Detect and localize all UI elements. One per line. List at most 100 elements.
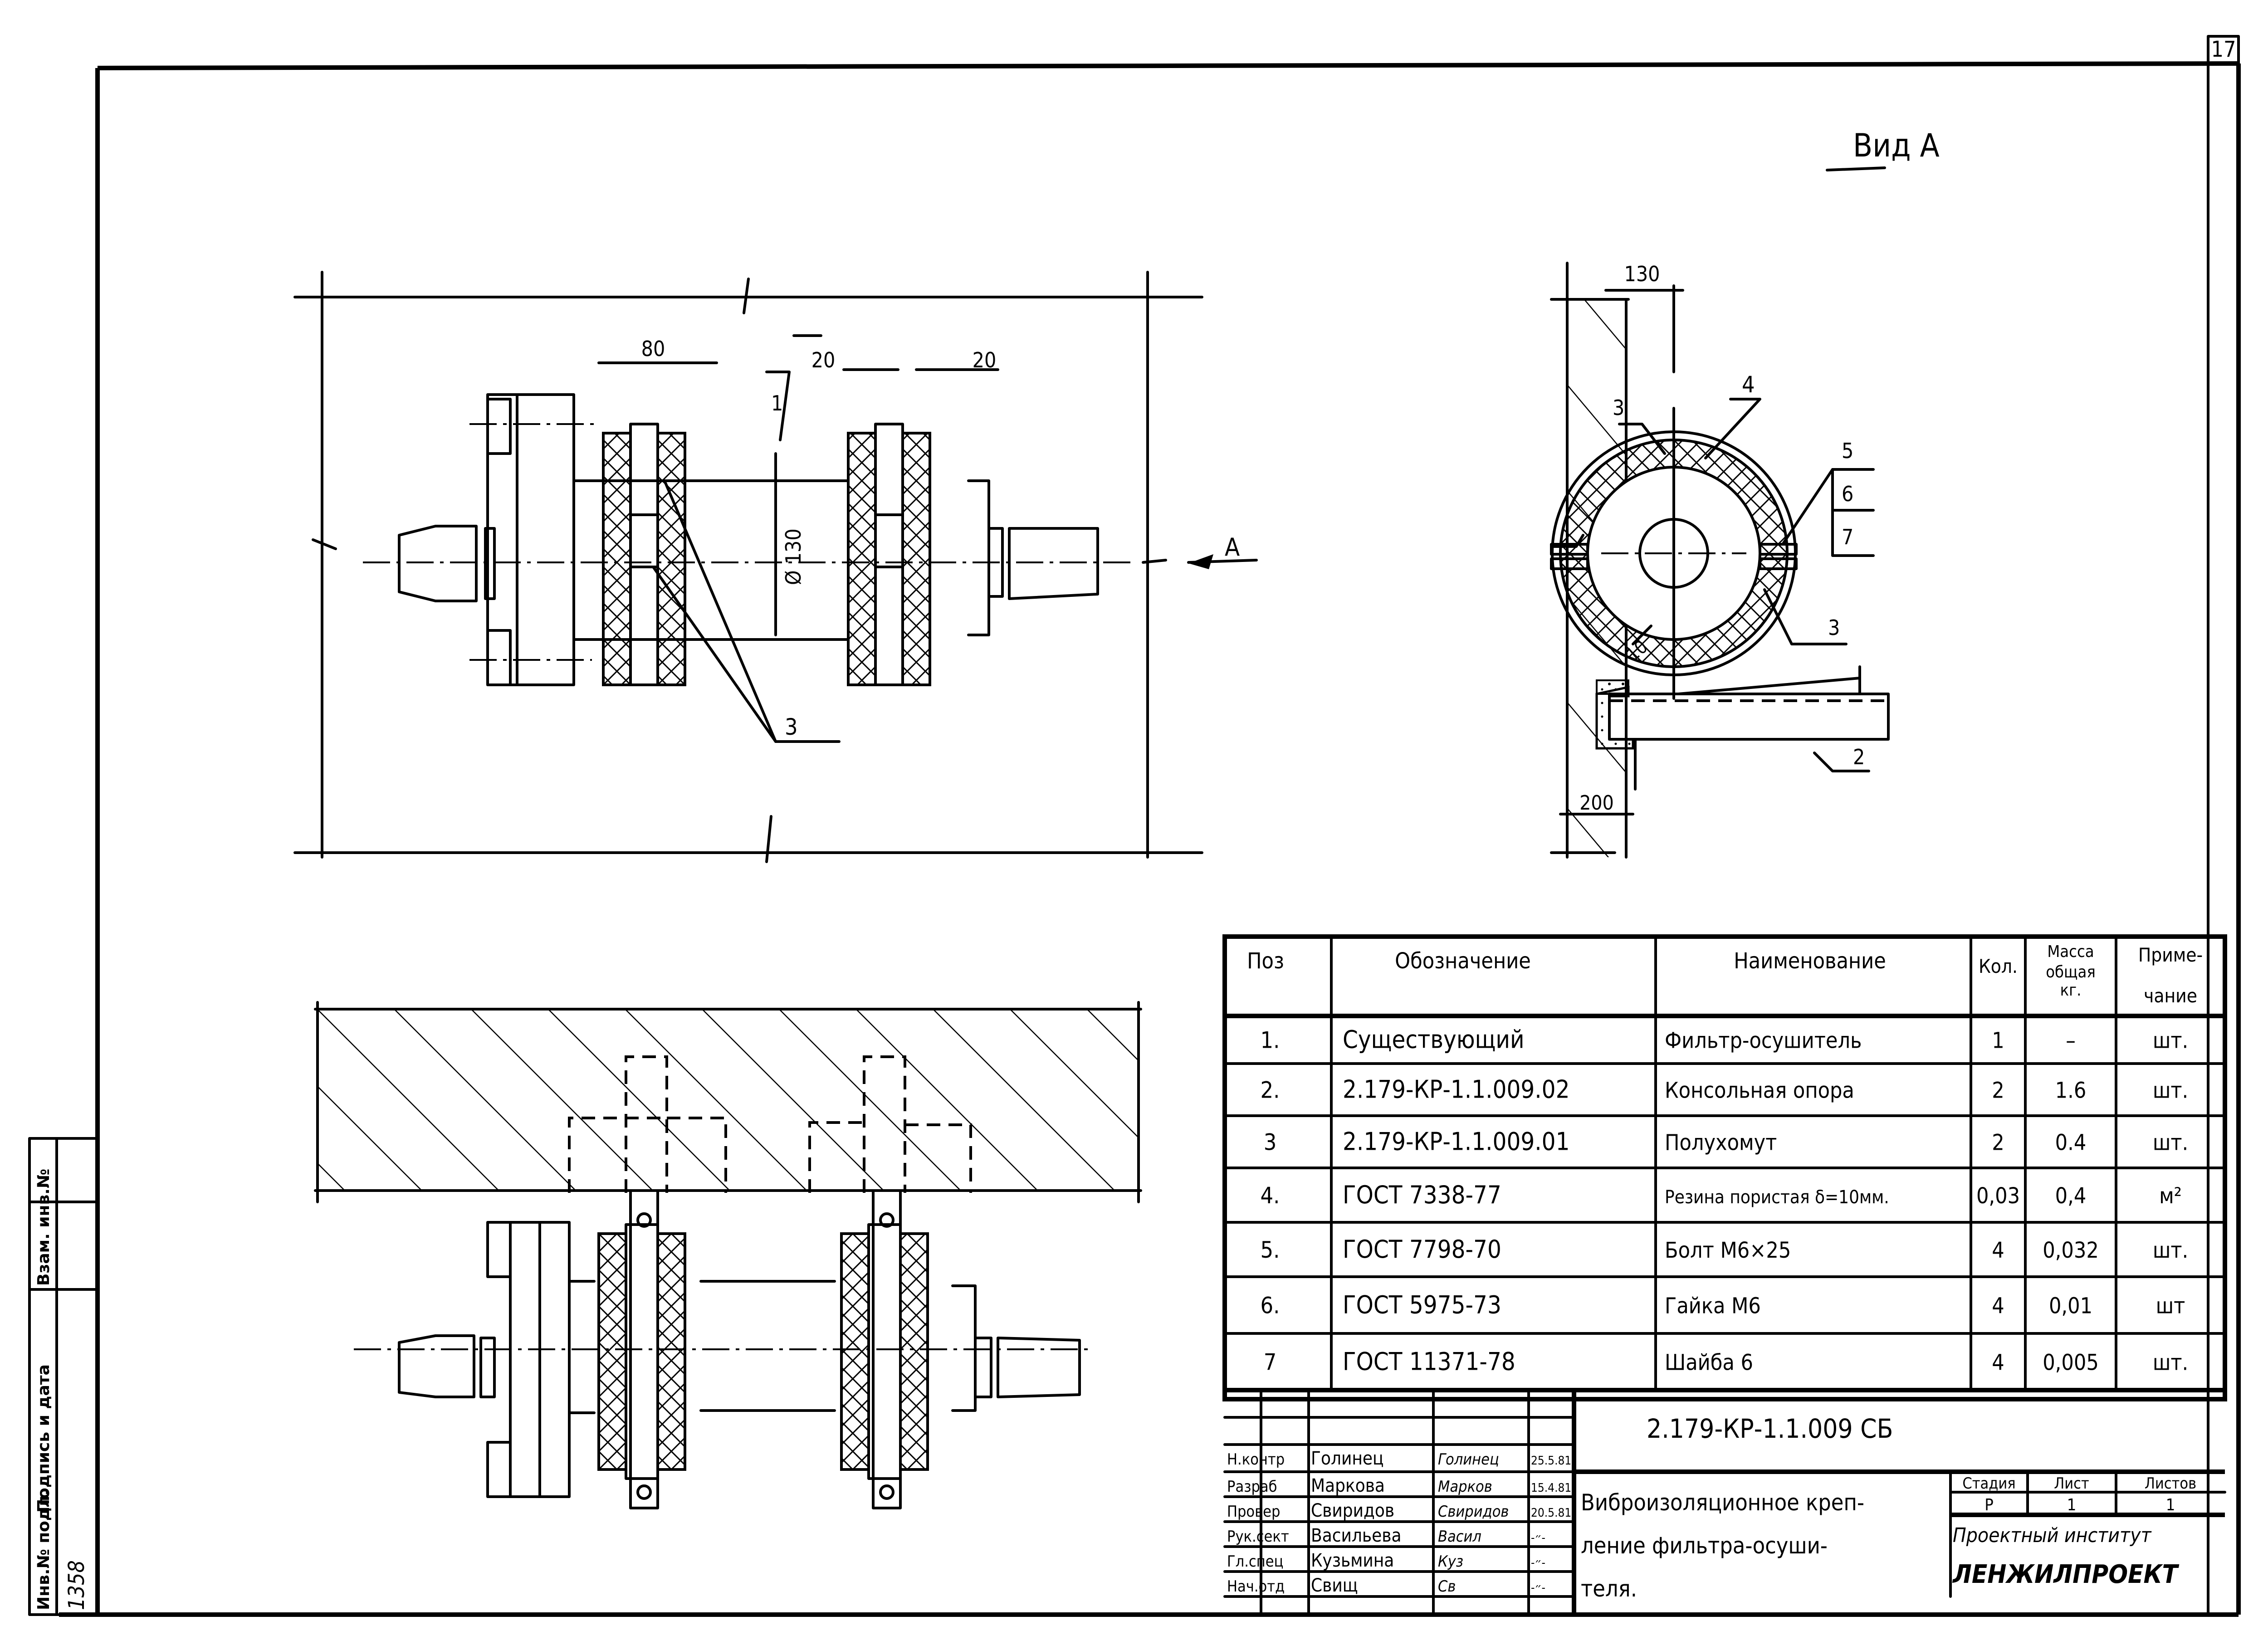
cell-name: Консольная опора: [1665, 1078, 1854, 1103]
cell-pos: 1.: [1261, 1027, 1280, 1054]
signature-row: Провер Свиридов Свиридов 20.5.81: [1227, 1500, 1571, 1521]
signature-date: -״-: [1531, 1531, 1545, 1545]
cell-pos: 3: [1264, 1129, 1277, 1156]
cell-designation: Существующий: [1343, 1025, 1525, 1054]
signature-role: Рук.сект: [1227, 1528, 1289, 1546]
cell-name: Шайба 6: [1665, 1350, 1753, 1376]
sheets-value: 1: [2166, 1496, 2175, 1514]
dim-20-right: 20: [973, 348, 997, 372]
callout-6: 6: [1842, 482, 1853, 506]
signature-sign: Св: [1438, 1577, 1456, 1596]
callout-4: 4: [1742, 371, 1755, 398]
header-note-2: чание: [2144, 985, 2197, 1007]
callout-3-bottom: 3: [1828, 615, 1840, 640]
cell-note: м²: [2159, 1183, 2182, 1209]
signature-sign: Свиридов: [1438, 1503, 1509, 1521]
title-line-1: Виброизоляционное креп-: [1581, 1489, 1864, 1516]
org-line-2: ЛЕНЖИЛПРОЕКТ: [1952, 1560, 2180, 1589]
signature-sign: Марков: [1438, 1478, 1492, 1496]
callout-7: 7: [1842, 525, 1853, 549]
cell-note: шт.: [2153, 1350, 2188, 1376]
cell-qty: 1: [1992, 1028, 2004, 1054]
sheet-value: 1: [2067, 1496, 2077, 1514]
cell-note: шт.: [2153, 1078, 2188, 1103]
spec-table-header: Поз Обозначение Наименование Кол. Масса …: [1247, 942, 2203, 1007]
title-block-grid: [1223, 1389, 2226, 1616]
cell-pos: 5.: [1261, 1237, 1280, 1263]
title-line-2: ление фильтра-осуши-: [1581, 1533, 1828, 1559]
cell-qty: 0,03: [1976, 1183, 2020, 1209]
cell-pos: 4.: [1261, 1182, 1280, 1209]
signature-name: Маркова: [1311, 1475, 1385, 1496]
cell-note: шт.: [2153, 1028, 2188, 1054]
signature-name: Свиридов: [1311, 1500, 1394, 1521]
cell-name: Полухомут: [1665, 1130, 1777, 1156]
stage-label: Стадия: [1962, 1474, 2015, 1493]
section-arrow-label: А: [1225, 533, 1240, 561]
header-qty: Кол.: [1979, 955, 2018, 977]
cell-note: шт.: [2153, 1130, 2188, 1156]
stamp-label-inv: Инв.№ подл.: [34, 1489, 53, 1610]
sheet-frame: [59, 35, 2241, 1617]
cell-name: Гайка М6: [1665, 1294, 1761, 1319]
cell-note: шт.: [2153, 1238, 2188, 1263]
org-line-1: Проектный институт: [1953, 1524, 2152, 1547]
spec-table-grid: [1222, 934, 2227, 1401]
cell-designation: 2.179-КР-1.1.009.02: [1343, 1075, 1569, 1104]
cell-mass: 0,032: [2043, 1238, 2099, 1263]
table-row: 1. Существующий Фильтр-осушитель 1 – шт.: [1261, 1025, 2189, 1054]
cell-qty: 4: [1992, 1350, 2004, 1376]
cell-name: Фильтр-осушитель: [1665, 1028, 1862, 1054]
dim-80: 80: [641, 337, 665, 361]
signature-date: -״-: [1531, 1581, 1545, 1595]
sheets-label: Листов: [2145, 1474, 2196, 1493]
signature-sign: Голинец: [1438, 1450, 1499, 1469]
cell-mass: –: [2066, 1028, 2076, 1054]
callout-2: 2: [1853, 745, 1865, 769]
signature-role: Разраб: [1227, 1478, 1277, 1496]
drawing-side-view: [293, 271, 1258, 863]
drawing-view-a: [1550, 262, 1890, 859]
signature-role: Н.контр: [1227, 1450, 1285, 1469]
dim-20-left: 20: [811, 348, 836, 372]
callout-3-side: 3: [785, 714, 798, 740]
cell-name: Болт М6×25: [1665, 1238, 1791, 1263]
signature-sign: Куз: [1438, 1552, 1463, 1571]
page-number: 17: [2211, 37, 2236, 62]
stamp-value-inv: 1358: [64, 1560, 89, 1610]
signature-row: Разраб Маркова Марков 15.4.81: [1227, 1475, 1571, 1496]
doc-code: 2.179-КР-1.1.009 СБ: [1647, 1413, 1893, 1444]
cell-mass: 0.4: [2055, 1130, 2087, 1156]
cell-mass: 1.6: [2055, 1078, 2087, 1103]
callout-3-top: 3: [1613, 395, 1624, 420]
cell-designation: ГОСТ 5975-73: [1343, 1291, 1501, 1319]
signature-date: 15.4.81: [1531, 1481, 1571, 1495]
cell-designation: ГОСТ 11371-78: [1343, 1347, 1515, 1376]
sheet-label: Лист: [2054, 1474, 2089, 1493]
title-line-3: теля.: [1581, 1576, 1637, 1602]
signature-name: Свищ: [1311, 1575, 1358, 1596]
dim-130-view-a: 130: [1624, 262, 1660, 286]
signature-date: 20.5.81: [1531, 1506, 1571, 1520]
cell-mass: 0,01: [2049, 1294, 2092, 1319]
cell-pos: 6.: [1261, 1293, 1280, 1319]
signature-sign: Васил: [1438, 1528, 1481, 1546]
header-pos: Поз: [1247, 948, 1284, 974]
signature-role: Провер: [1227, 1503, 1280, 1521]
cell-qty: 4: [1992, 1294, 2004, 1319]
header-mass-2: общая: [2046, 963, 2096, 981]
signature-date: -״-: [1531, 1556, 1545, 1570]
